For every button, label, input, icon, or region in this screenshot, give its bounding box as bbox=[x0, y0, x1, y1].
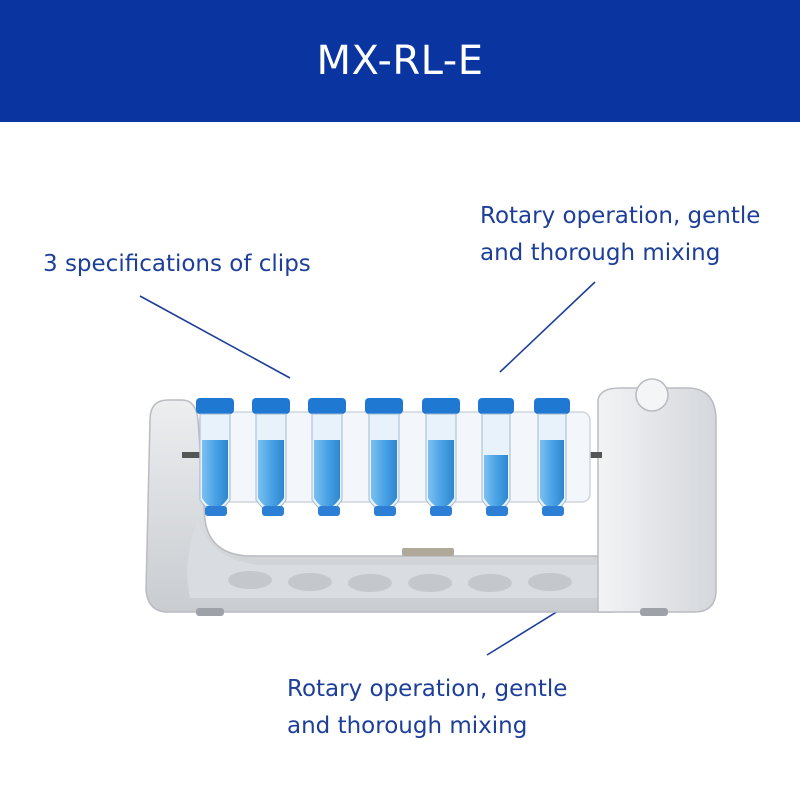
callout-rotary-top: Rotary operation, gentle and thorough mi… bbox=[480, 198, 760, 272]
tube-2 bbox=[252, 398, 290, 512]
callout-rotary-bottom-line2: and thorough mixing bbox=[287, 713, 528, 739]
clip-bottoms bbox=[205, 506, 564, 516]
tube-6 bbox=[478, 398, 514, 512]
callout-rotary-top-line1: Rotary operation, gentle bbox=[480, 203, 761, 229]
foot-left bbox=[196, 608, 224, 616]
callout-rotary-bottom: Rotary operation, gentle and thorough mi… bbox=[287, 671, 567, 745]
callout-clips: 3 specifications of clips bbox=[43, 246, 311, 283]
header-banner: MX-RL-E bbox=[0, 0, 800, 122]
product-title: MX-RL-E bbox=[316, 38, 484, 84]
mixer-base bbox=[145, 399, 613, 613]
motor-tower bbox=[597, 387, 717, 613]
leader-line-clips bbox=[139, 295, 291, 379]
control-knob bbox=[635, 378, 669, 412]
trough-dimples bbox=[228, 571, 572, 592]
tube-7 bbox=[534, 398, 570, 512]
foot-right bbox=[640, 608, 668, 616]
tube-1 bbox=[196, 398, 234, 512]
tube-3 bbox=[308, 398, 346, 512]
callout-rotary-bottom-line1: Rotary operation, gentle bbox=[287, 676, 568, 702]
leader-line-rotary-top bbox=[499, 281, 596, 373]
logo-plate bbox=[402, 548, 454, 556]
callout-rotary-top-line2: and thorough mixing bbox=[480, 240, 721, 266]
tube-4 bbox=[365, 398, 403, 512]
tube-5 bbox=[422, 398, 460, 512]
callout-clips-line1: 3 specifications of clips bbox=[43, 251, 311, 277]
